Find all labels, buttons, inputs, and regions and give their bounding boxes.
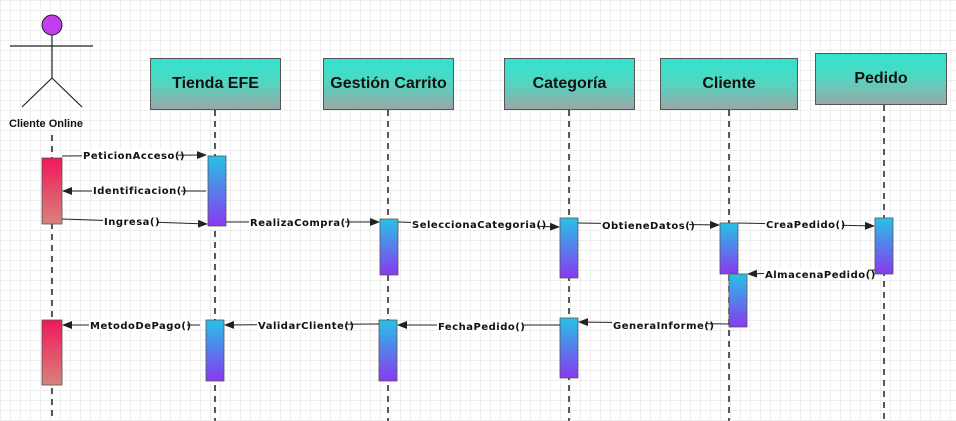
msg-ingresa: Ingresa() (104, 217, 160, 228)
activation-carrito-2 (378, 319, 398, 382)
activation-categoria-1 (559, 217, 579, 279)
activation-tienda-1 (207, 155, 227, 227)
actor-stick-figure[interactable] (10, 14, 93, 108)
actor-label: Cliente Online (9, 118, 83, 130)
lifeline-tienda-label: Tienda EFE (172, 75, 259, 92)
lifeline-cliente-label: Cliente (702, 75, 756, 92)
msg-almacena-pedido: AlmacenaPedido() (765, 270, 876, 281)
msg-genera-informe: GeneraInforme() (613, 321, 714, 332)
activation-cliente-2 (728, 273, 748, 328)
lifeline-tienda-efe[interactable]: Tienda EFE (150, 58, 281, 110)
lifeline-categoria-label: Categoría (532, 75, 607, 92)
lifeline-categoria[interactable]: Categoría (504, 58, 635, 110)
lifeline-gestion-carrito[interactable]: Gestión Carrito (323, 58, 454, 110)
activation-actor-1 (41, 157, 63, 225)
msg-fecha-pedido: FechaPedido() (438, 322, 525, 333)
lifeline-carrito-label: Gestión Carrito (330, 75, 447, 92)
lifeline-pedido-label: Pedido (854, 70, 908, 87)
msg-validar-cliente: ValidarCliente() (258, 321, 354, 332)
actor-head (41, 14, 63, 36)
msg-obtiene-datos: ObtieneDatos() (602, 221, 695, 232)
msg-peticion-acceso: PeticionAcceso() (83, 151, 185, 162)
activation-actor-2 (41, 319, 63, 386)
msg-crea-pedido: CreaPedido() (766, 220, 846, 231)
activation-carrito-1 (379, 218, 399, 276)
activation-pedido-1 (874, 217, 894, 275)
msg-realiza-compra: RealizaCompra() (250, 218, 351, 229)
activation-tienda-2 (205, 319, 225, 382)
activation-categoria-2 (559, 317, 579, 379)
msg-selecciona-categoria: SeleccionaCategoria() (412, 220, 547, 231)
msg-metodo-de-pago: MetodoDePago() (90, 321, 191, 332)
activation-cliente-1 (719, 222, 739, 275)
lifeline-cliente[interactable]: Cliente (660, 58, 798, 110)
lifeline-pedido[interactable]: Pedido (815, 53, 947, 105)
msg-identificacion: Identificacion() (93, 186, 187, 197)
